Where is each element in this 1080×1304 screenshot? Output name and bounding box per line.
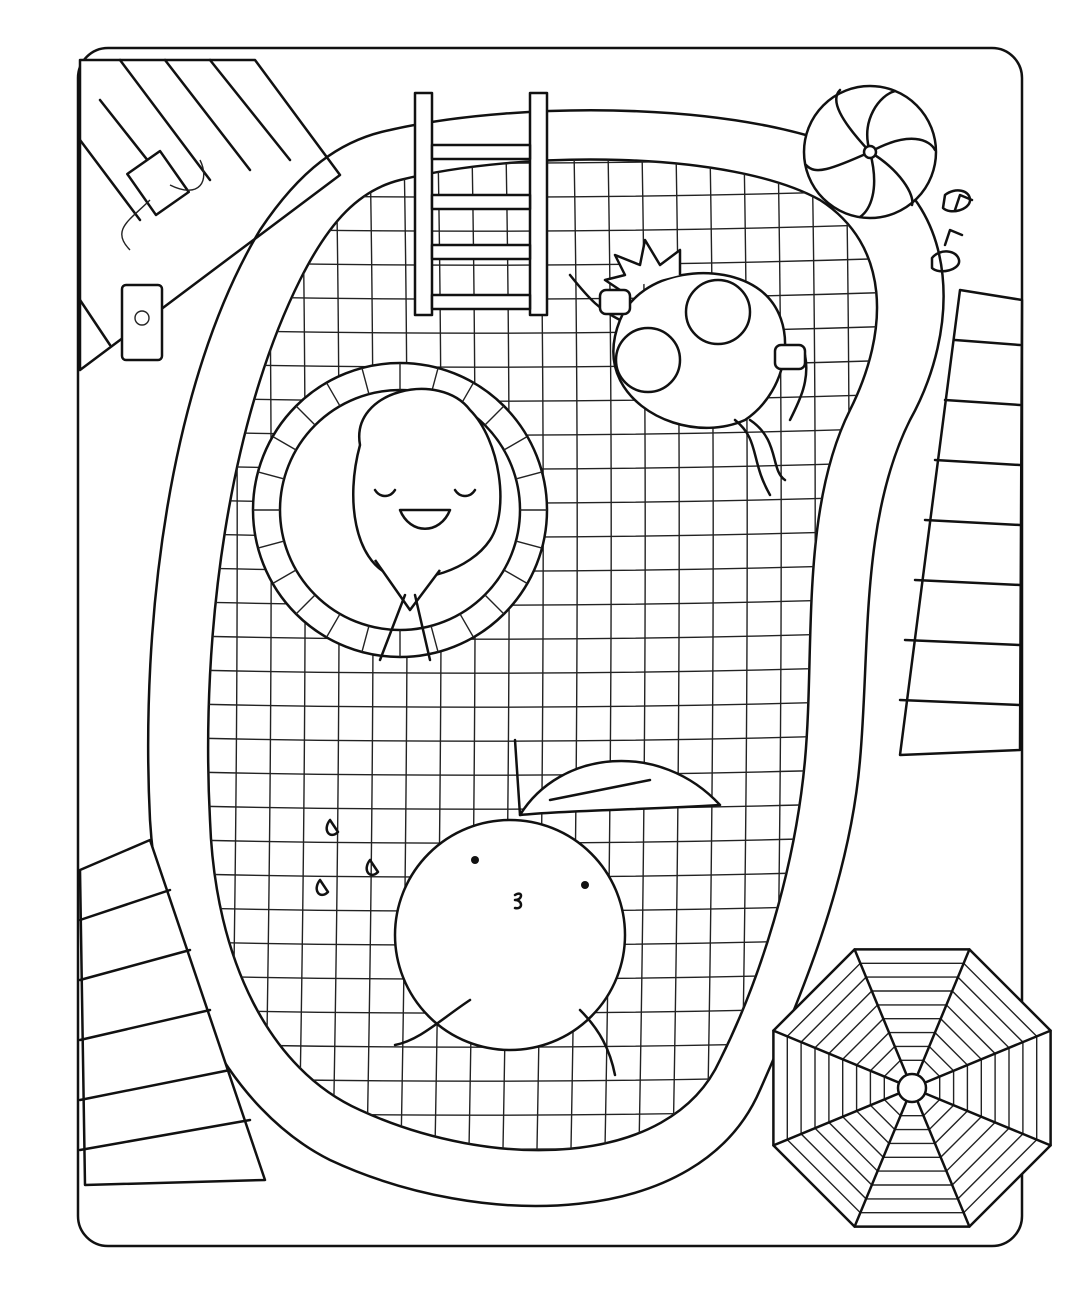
grid-line xyxy=(365,159,374,1151)
float-stripe xyxy=(272,435,297,451)
umbrella-rib xyxy=(853,948,914,1090)
float-stripe xyxy=(257,471,285,480)
grid-line xyxy=(297,159,306,1151)
grid-line xyxy=(569,159,578,1151)
float-stripe xyxy=(257,540,285,549)
float-stripe xyxy=(484,594,505,615)
beach-umbrella xyxy=(772,948,1052,1228)
grid-line xyxy=(208,767,878,776)
umbrella-rib xyxy=(910,948,971,1090)
grid-line xyxy=(190,1176,900,1183)
float-stripe xyxy=(503,435,528,451)
float-stripe xyxy=(272,569,297,585)
towel-bottom-left xyxy=(78,838,267,1187)
float-stripe xyxy=(295,405,316,426)
umbrella-rib xyxy=(910,1029,1052,1090)
float-stripe xyxy=(484,405,505,426)
umbrella-rib xyxy=(772,1086,914,1147)
towel-top-left xyxy=(78,58,342,372)
float-stripe xyxy=(361,625,370,653)
umbrella-rib xyxy=(772,1029,914,1090)
flip-flops xyxy=(930,189,974,273)
strawberry-character xyxy=(568,238,808,497)
float-stripe xyxy=(459,613,475,638)
towel-right xyxy=(898,288,1024,757)
grid-line xyxy=(208,393,878,402)
grid-line xyxy=(208,325,878,334)
grid-line xyxy=(208,665,878,674)
grid-line xyxy=(229,159,238,1151)
grid-line xyxy=(208,733,878,742)
umbrella-rib xyxy=(910,1086,1052,1147)
grid-line xyxy=(331,159,340,1151)
sunscreen-bottle xyxy=(120,283,164,362)
float-stripe xyxy=(361,367,370,395)
grid-line xyxy=(603,159,612,1151)
umbrella-rib xyxy=(853,1086,914,1228)
pool-water xyxy=(206,158,879,1152)
grid-line xyxy=(208,699,878,708)
float-stripe xyxy=(325,613,341,638)
beach-ball xyxy=(802,84,938,220)
grid-line xyxy=(208,631,878,640)
lemon-on-float xyxy=(251,361,549,662)
grid-line xyxy=(263,159,272,1151)
float-stripe xyxy=(515,540,543,549)
float-stripe xyxy=(515,471,543,480)
float-stripe xyxy=(430,625,439,653)
orange-character xyxy=(315,738,722,1077)
umbrella-rib xyxy=(910,1086,971,1228)
pool-ladder xyxy=(413,91,549,317)
page-border xyxy=(76,46,1024,1248)
float-stripe xyxy=(295,594,316,615)
float-stripe xyxy=(503,569,528,585)
umbrella-top xyxy=(896,1072,928,1104)
float-stripe xyxy=(325,382,341,407)
